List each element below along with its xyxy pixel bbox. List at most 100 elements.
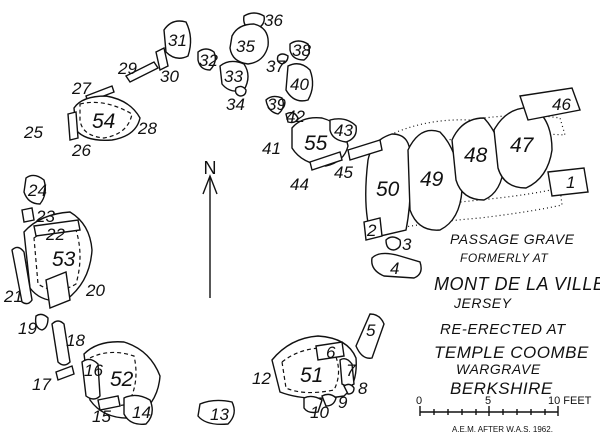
title-line-2: FORMERLY AT bbox=[460, 251, 549, 265]
stone-24 bbox=[23, 174, 47, 205]
label-5: 5 bbox=[366, 321, 376, 340]
w-stones bbox=[11, 174, 93, 366]
label-32: 32 bbox=[199, 51, 218, 70]
label-9: 9 bbox=[338, 393, 348, 412]
stone-23 bbox=[21, 207, 35, 223]
label-51: 51 bbox=[300, 364, 323, 387]
stone-4 bbox=[371, 252, 422, 279]
label-50: 50 bbox=[376, 178, 400, 201]
stone-44 bbox=[309, 151, 343, 171]
label-46: 46 bbox=[552, 95, 571, 114]
stone-43 bbox=[329, 118, 357, 143]
label-25: 25 bbox=[23, 123, 43, 142]
scale-bar: 0 5 10 FEET A.E.M. AFTER W.A.S. 1962. bbox=[416, 395, 592, 434]
label-21: 21 bbox=[3, 287, 23, 306]
stone-14 bbox=[123, 394, 153, 425]
ne-stones bbox=[197, 12, 357, 171]
label-10: 10 bbox=[310, 403, 329, 422]
label-41: 41 bbox=[262, 139, 281, 158]
label-6: 6 bbox=[326, 343, 336, 362]
title-line-3: MONT DE LA VILLE bbox=[434, 274, 600, 294]
label-1: 1 bbox=[566, 173, 575, 192]
label-14: 14 bbox=[132, 403, 151, 422]
stone-16 bbox=[81, 358, 101, 400]
label-36: 36 bbox=[264, 11, 283, 30]
stone-29 bbox=[124, 61, 160, 83]
label-15: 15 bbox=[92, 407, 111, 426]
label-31: 31 bbox=[168, 31, 187, 50]
label-4: 4 bbox=[390, 259, 399, 278]
title-line-1: PASSAGE GRAVE bbox=[450, 231, 575, 247]
stone-numbers: 1 2 3 4 5 6 7 8 9 10 12 13 14 15 16 17 1… bbox=[3, 11, 575, 426]
stone-37 bbox=[276, 53, 289, 65]
label-13: 13 bbox=[210, 405, 229, 424]
label-28: 28 bbox=[137, 119, 157, 138]
stone-10 bbox=[303, 395, 323, 414]
nw-stones bbox=[67, 20, 192, 141]
stone-3 bbox=[385, 236, 402, 251]
stone-20 bbox=[45, 271, 71, 309]
label-22: 22 bbox=[45, 225, 65, 244]
stone-21 bbox=[11, 246, 33, 305]
stone-32 bbox=[197, 48, 217, 71]
scale-zero: 0 bbox=[416, 395, 422, 407]
label-40: 40 bbox=[290, 75, 309, 94]
label-2: 2 bbox=[366, 221, 377, 240]
label-49: 49 bbox=[420, 168, 444, 191]
stone-13 bbox=[197, 399, 235, 426]
stone-34 bbox=[234, 85, 247, 97]
label-55: 55 bbox=[304, 132, 328, 155]
stone-35 bbox=[229, 23, 269, 65]
stone-47 bbox=[493, 106, 553, 189]
stone-9 bbox=[321, 393, 337, 407]
label-52: 52 bbox=[110, 368, 134, 391]
stone-42 bbox=[285, 111, 299, 124]
stone-5 bbox=[355, 313, 385, 359]
north-label: N bbox=[204, 158, 217, 178]
stone-54-cap bbox=[79, 101, 133, 139]
stone-39 bbox=[265, 95, 285, 115]
stone-1 bbox=[547, 167, 589, 197]
s-stones bbox=[271, 313, 385, 414]
label-43: 43 bbox=[334, 121, 353, 140]
label-16: 16 bbox=[84, 361, 103, 380]
label-23: 23 bbox=[35, 207, 55, 226]
label-53: 53 bbox=[52, 248, 76, 271]
label-33: 33 bbox=[224, 67, 243, 86]
label-37: 37 bbox=[266, 57, 285, 76]
label-48: 48 bbox=[464, 144, 488, 167]
label-24: 24 bbox=[27, 181, 47, 200]
north-arrow: N bbox=[202, 158, 218, 298]
stone-30 bbox=[155, 46, 169, 72]
label-45: 45 bbox=[334, 163, 353, 182]
label-38: 38 bbox=[292, 41, 311, 60]
label-8: 8 bbox=[358, 379, 368, 398]
stone-18 bbox=[51, 320, 71, 366]
label-7: 7 bbox=[346, 361, 356, 380]
label-47: 47 bbox=[510, 134, 535, 157]
sw-stones bbox=[55, 341, 235, 426]
stone-33 bbox=[219, 60, 249, 92]
stone-31 bbox=[163, 20, 192, 59]
stone-45 bbox=[347, 139, 383, 161]
label-30: 30 bbox=[160, 67, 179, 86]
label-17: 17 bbox=[32, 375, 51, 394]
stone-52-cap bbox=[89, 351, 137, 407]
scale-ten: 10 FEET bbox=[548, 395, 592, 407]
label-44: 44 bbox=[290, 175, 309, 194]
stone-22 bbox=[33, 219, 81, 237]
scale-five: 5 bbox=[485, 395, 491, 407]
label-29: 29 bbox=[117, 59, 137, 78]
title-line-8: BERKSHIRE bbox=[450, 379, 553, 398]
label-54: 54 bbox=[92, 110, 115, 133]
stone-17 bbox=[55, 365, 75, 381]
passage-stones bbox=[347, 87, 589, 279]
stone-6 bbox=[315, 341, 345, 361]
title-block: PASSAGE GRAVE FORMERLY AT MONT DE LA VIL… bbox=[434, 231, 600, 398]
label-39: 39 bbox=[267, 95, 286, 114]
title-line-7: WARGRAVE bbox=[456, 361, 541, 377]
stone-26 bbox=[67, 111, 79, 141]
title-line-5: RE-ERECTED AT bbox=[440, 321, 567, 338]
label-19: 19 bbox=[18, 319, 37, 338]
